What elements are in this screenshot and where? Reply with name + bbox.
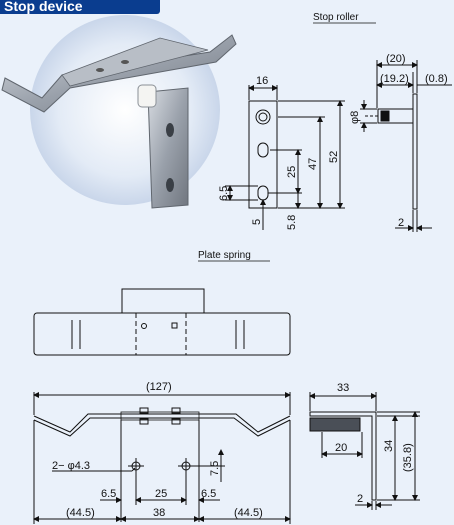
plate-spring-top-view	[33, 288, 291, 356]
caption-stop-roller: Stop roller	[313, 12, 359, 23]
plate-spring-front-view	[33, 392, 291, 524]
stop-roller-side-view	[360, 60, 452, 232]
plate-spring-front-dims: (127) 2− φ4.3 7.5 6.5 25 6.5 (44.5) 38 (…	[52, 381, 263, 519]
dim-34: 34	[383, 440, 395, 452]
dim-25: 25	[286, 166, 298, 178]
dim-33: 33	[337, 382, 349, 394]
plate-spring-side-dims: 33 20 34 (35.8) 2	[335, 382, 414, 505]
dim-47: 47	[307, 158, 319, 170]
caption-plate-spring: Plate spring	[198, 250, 251, 261]
dim-52: 52	[328, 151, 340, 163]
product-photo	[1, 15, 237, 209]
dim-20: 20	[335, 442, 347, 454]
dim-7-5: 7.5	[209, 461, 221, 476]
dim-diameter-8: φ8	[349, 111, 361, 124]
stop-roller-side-dims: (20) (19.2) (0.8) φ8 2	[349, 53, 448, 229]
dim-inner-19-2: (19.2)	[380, 73, 409, 85]
dim-6-5: 6.5	[218, 186, 230, 201]
dim-holes-4-3: 2− φ4.3	[52, 460, 90, 472]
dim-44-5-right: (44.5)	[234, 507, 263, 519]
section-title: Stop device	[0, 0, 160, 14]
dim-5-8: 5.8	[286, 215, 298, 230]
stop-roller-front-dims: 16 47 52 25 6.5 5 5.8	[218, 75, 340, 230]
plate-spring-side-view	[309, 392, 420, 510]
dim-6-5-left: 6.5	[101, 488, 116, 500]
dim-thickness-0-8: (0.8)	[425, 73, 448, 85]
dim-6-5-right: 6.5	[201, 488, 216, 500]
dim-25-spacing: 25	[155, 488, 167, 500]
dim-t2-roller: 2	[398, 217, 404, 229]
dim-t2-spring: 2	[357, 493, 363, 505]
dim-total-20: (20)	[386, 53, 406, 65]
dim-35-8: (35.8)	[402, 443, 414, 472]
dim-overall-127: (127)	[146, 381, 172, 393]
dim-slot-5: 5	[251, 219, 263, 225]
dim-38: 38	[153, 507, 165, 519]
stop-roller-front-view	[225, 85, 345, 230]
dim-width-16: 16	[256, 75, 268, 87]
dim-44-5-left: (44.5)	[66, 507, 95, 519]
